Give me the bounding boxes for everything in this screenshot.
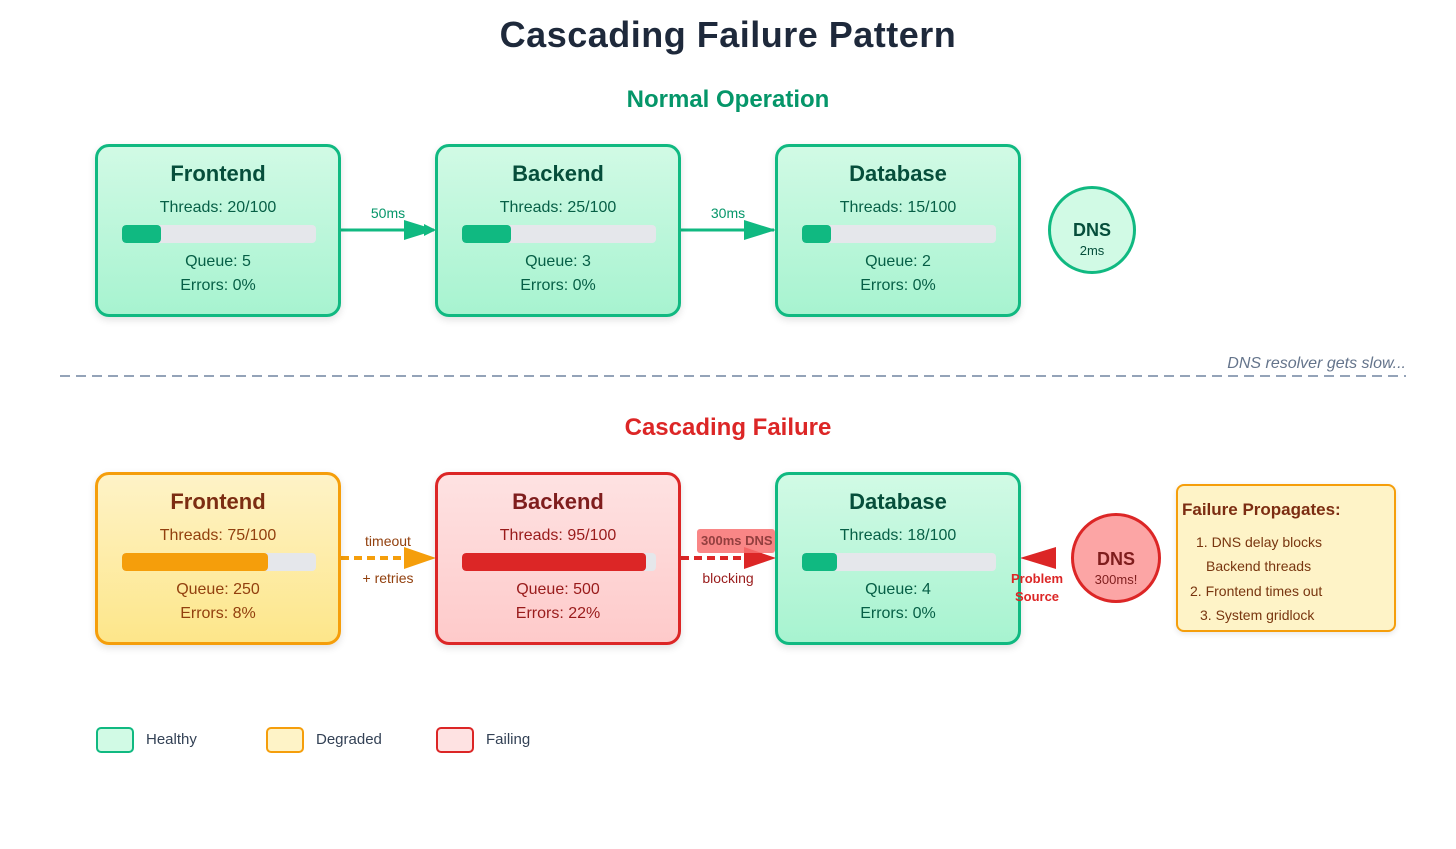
section-title-normal: Normal Operation xyxy=(626,86,830,113)
link-label-timeout: timeout xyxy=(365,533,411,549)
dns-node-normal: DNS 2ms xyxy=(1048,186,1136,274)
problem-source-label: Problem Source xyxy=(1002,570,1072,606)
thread-bar-fill xyxy=(802,225,832,243)
node-threads: Threads: 18/100 xyxy=(839,527,957,544)
link-label-retries: + retries xyxy=(362,570,414,586)
node-frontend-failure: Frontend Threads: 75/100 Queue: 250 Erro… xyxy=(95,472,341,645)
propagation-line: 3. System gridlock xyxy=(1200,607,1315,623)
thread-bar-fill xyxy=(122,225,161,243)
node-threads: Threads: 20/100 xyxy=(159,199,277,216)
legend-label-healthy: Healthy xyxy=(146,731,197,748)
thread-bar xyxy=(462,553,656,571)
node-name: Database xyxy=(849,489,947,514)
link-label-frontend-backend: 50ms xyxy=(370,205,406,221)
thread-bar-fill xyxy=(462,225,511,243)
node-errors: Errors: 0% xyxy=(520,277,596,294)
node-name: Frontend xyxy=(170,489,266,514)
node-queue: Queue: 500 xyxy=(516,581,600,598)
thread-bar-fill xyxy=(802,553,837,571)
node-backend-failure: Backend Threads: 95/100 Queue: 500 Error… xyxy=(435,472,681,645)
node-threads: Threads: 25/100 xyxy=(499,199,617,216)
propagation-line: 2. Frontend times out xyxy=(1190,583,1323,599)
section-title-failure: Cascading Failure xyxy=(624,414,832,441)
node-queue: Queue: 3 xyxy=(525,253,591,270)
propagation-line: 1. DNS delay blocks xyxy=(1196,534,1323,550)
problem-source-line-1: Problem xyxy=(1010,571,1063,586)
node-queue: Queue: 5 xyxy=(185,253,251,270)
dns-name: DNS xyxy=(1072,220,1111,240)
failure-propagation-note: Failure Propagates: 1. DNS delay blocks … xyxy=(1176,484,1396,632)
dns-node-failure: DNS 300ms! xyxy=(1071,513,1161,603)
thread-bar xyxy=(802,553,996,571)
node-errors: Errors: 0% xyxy=(180,277,256,294)
node-name: Database xyxy=(849,161,947,186)
node-database-failure: Database Threads: 18/100 Queue: 4 Errors… xyxy=(775,472,1021,645)
legend-swatch-degraded xyxy=(266,727,304,753)
node-name: Backend xyxy=(512,489,604,514)
arrowhead-backend-database-normal xyxy=(744,220,776,240)
node-backend-normal: Backend Threads: 25/100 Queue: 3 Errors:… xyxy=(435,144,681,317)
page-title: Cascading Failure Pattern xyxy=(499,14,957,55)
thread-bar-fill xyxy=(122,553,268,571)
node-errors: Errors: 8% xyxy=(180,605,256,622)
node-name: Backend xyxy=(512,161,604,186)
arrowhead-frontend-backend-normal xyxy=(404,220,436,240)
node-threads: Threads: 75/100 xyxy=(159,527,277,544)
node-errors: Errors: 22% xyxy=(515,605,601,622)
node-database-normal: Database Threads: 15/100 Queue: 2 Errors… xyxy=(775,144,1021,317)
legend-label-failing: Failing xyxy=(486,731,531,748)
legend-swatch-failing xyxy=(436,727,474,753)
arrowhead-dns-database-failure xyxy=(1020,547,1056,569)
dns-latency: 2ms xyxy=(1079,243,1105,258)
legend-swatch-healthy xyxy=(96,727,134,753)
node-errors: Errors: 0% xyxy=(860,605,936,622)
propagation-line: Backend threads xyxy=(1206,558,1312,574)
arrowhead-frontend-backend-failure xyxy=(404,547,436,569)
dns-latency: 300ms! xyxy=(1094,572,1138,587)
thread-bar xyxy=(462,225,656,243)
node-threads: Threads: 95/100 xyxy=(499,527,617,544)
link-tag-dns-delay: 300ms DNS xyxy=(697,529,775,553)
node-threads: Threads: 15/100 xyxy=(839,199,957,216)
node-queue: Queue: 2 xyxy=(865,253,931,270)
node-name: Frontend xyxy=(170,161,266,186)
divider-note: DNS resolver gets slow... xyxy=(1227,355,1406,372)
link-label-blocking: blocking xyxy=(702,570,754,586)
node-frontend-normal: Frontend Threads: 20/100 Queue: 5 Errors… xyxy=(95,144,341,317)
node-queue: Queue: 4 xyxy=(865,581,931,598)
problem-source-line-2: Source xyxy=(1014,589,1060,604)
propagation-title: Failure Propagates: xyxy=(1182,500,1341,519)
thread-bar xyxy=(122,553,316,571)
thread-bar-fill xyxy=(462,553,647,571)
dns-name: DNS xyxy=(1096,549,1135,569)
node-errors: Errors: 0% xyxy=(860,277,936,294)
link-label-backend-database: 30ms xyxy=(710,205,746,221)
legend-label-degraded: Degraded xyxy=(316,731,382,748)
thread-bar xyxy=(122,225,316,243)
thread-bar xyxy=(802,225,996,243)
node-queue: Queue: 250 xyxy=(176,581,260,598)
